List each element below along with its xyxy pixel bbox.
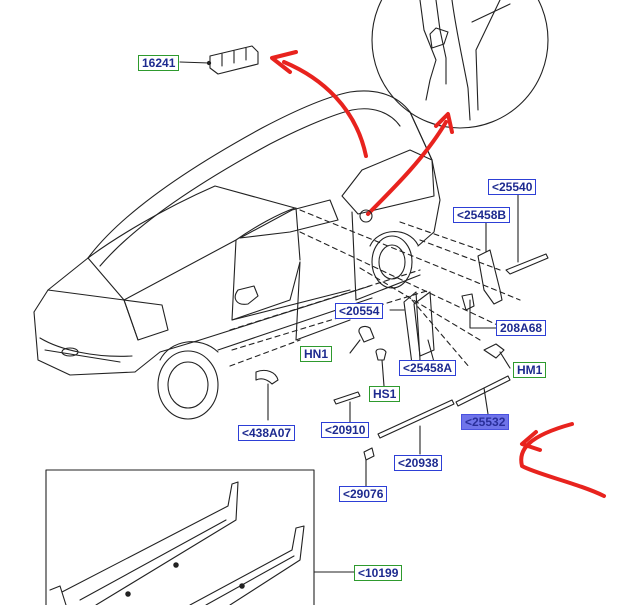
part-label-25458b[interactable]: <25458B <box>453 207 511 223</box>
red-arrow-to-16241 <box>282 60 368 158</box>
red-arrow-to-zoom <box>366 120 448 216</box>
part-label-29076[interactable]: <29076 <box>339 486 388 502</box>
part-label-hs1[interactable]: HS1 <box>369 386 401 402</box>
part-label-25458a[interactable]: <25458A <box>399 360 457 376</box>
part-label-25532[interactable]: <25532 <box>461 414 510 430</box>
leader-lines <box>179 61 519 487</box>
part-label-208a68[interactable]: 208A68 <box>496 320 547 336</box>
vehicle-illustration <box>33 90 521 420</box>
part-label-438a07[interactable]: <438A07 <box>238 425 296 441</box>
detail-zoom-circle <box>371 0 549 129</box>
red-arrow-to-25532 <box>519 422 606 498</box>
part-label-20938[interactable]: <20938 <box>394 455 443 471</box>
part-label-20910[interactable]: <20910 <box>321 422 370 438</box>
part-label-10199[interactable]: <10199 <box>354 565 403 581</box>
part-label-hn1[interactable]: HN1 <box>300 346 333 362</box>
red-arrows <box>270 50 606 498</box>
part-label-16241[interactable]: 16241 <box>138 55 180 71</box>
part-16241-shape <box>206 45 259 75</box>
inset-box <box>45 469 355 605</box>
part-label-hm1[interactable]: HM1 <box>513 362 547 378</box>
part-label-20554[interactable]: <20554 <box>335 303 384 319</box>
part-label-25540[interactable]: <25540 <box>488 179 537 195</box>
